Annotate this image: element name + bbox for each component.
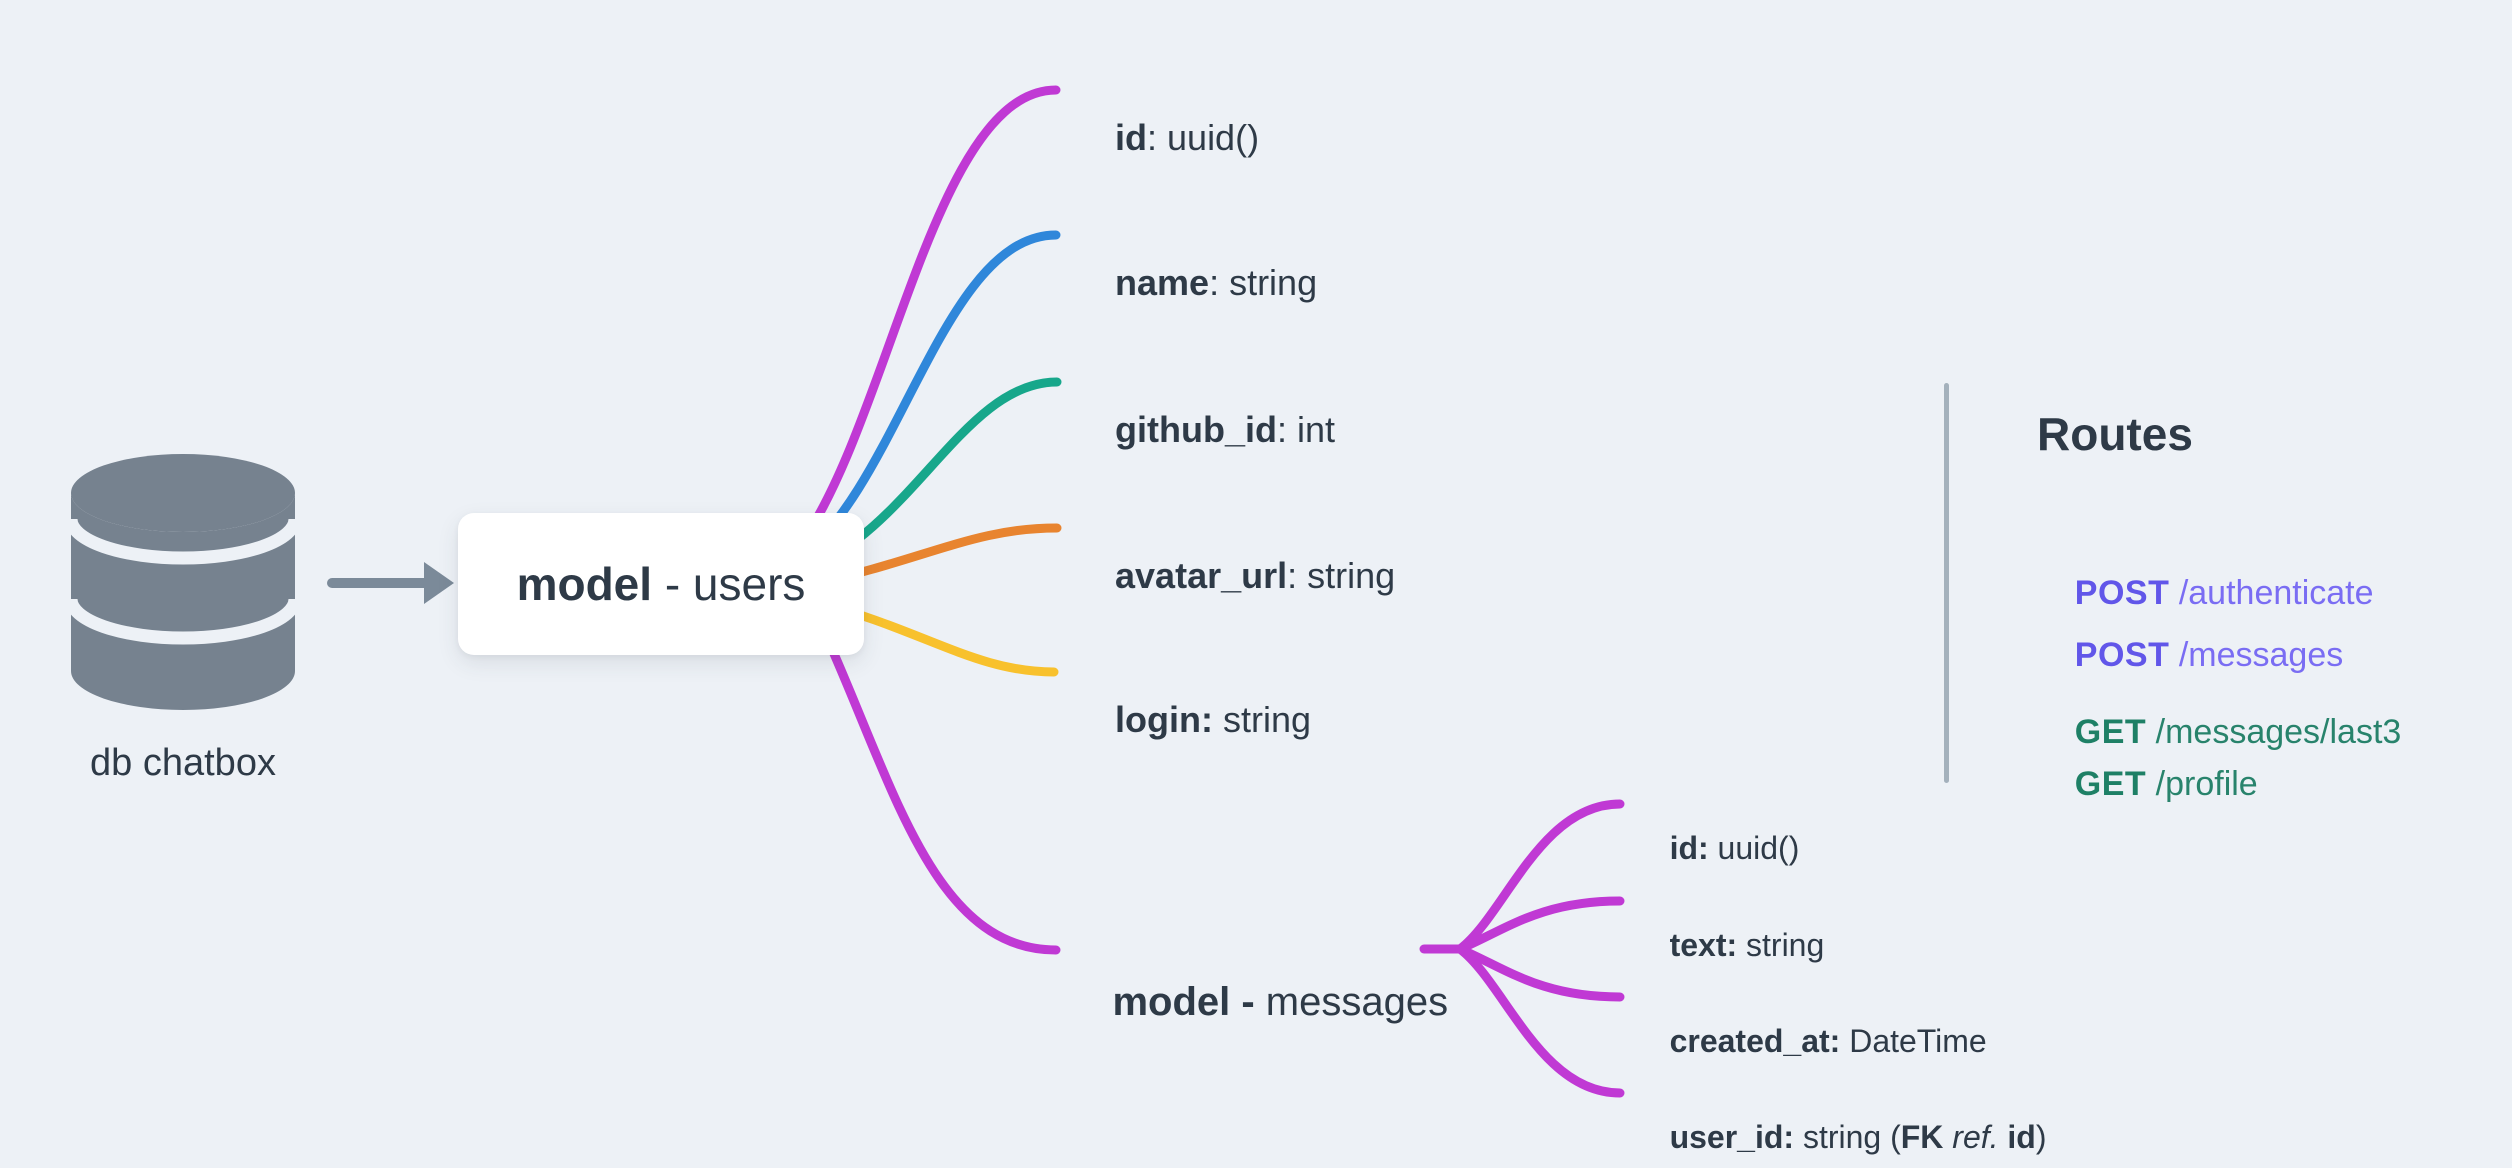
route-get-profile: GET /profile (2037, 715, 2258, 803)
field-name-name: name (1115, 262, 1210, 303)
branch-curve-msg-created-at (1455, 944, 1625, 1002)
msg-field-text-type: string (1737, 927, 1825, 963)
msg-field-user-id-type: string ( (1794, 1119, 1901, 1155)
model-messages-node: model - messages (1068, 924, 1448, 1024)
field-login: login: string (1075, 648, 1311, 740)
route-path-authenticate: /authenticate (2178, 574, 2374, 612)
msg-field-id-name: id: (1669, 830, 1709, 866)
route-method-get: GET (2074, 713, 2147, 751)
field-github-id-type: : int (1276, 409, 1336, 450)
arrow-right-icon (327, 562, 454, 604)
field-id-name: id (1115, 117, 1148, 158)
branch-curve-msg-text (1455, 896, 1625, 954)
routes-title: Routes (2037, 408, 2193, 460)
msg-field-id-type: uuid() (1708, 830, 1800, 866)
route-method-get: GET (2074, 765, 2147, 803)
database-icon-top (71, 454, 295, 532)
routes-divider (1944, 383, 1949, 783)
msg-field-text-name: text: (1669, 927, 1738, 963)
route-path-profile: /profile (2155, 765, 2258, 803)
field-name-type: : string (1209, 262, 1318, 303)
field-name: name: string (1075, 211, 1317, 303)
model-users-node: model - users (458, 513, 864, 655)
msg-field-id: id: uuid() (1634, 782, 1800, 866)
msg-field-user-id-close: ) (2035, 1119, 2047, 1155)
database-label: db chatbox (90, 742, 276, 784)
model-users-node-bold: model (516, 558, 653, 610)
model-messages-node-bold: model - (1112, 980, 1255, 1024)
msg-field-user-id: user_id: string (FK ref. id) (1634, 1071, 2047, 1155)
database-icon-gap-1 (64, 518, 302, 565)
route-post-authenticate: POST /authenticate (2037, 524, 2374, 612)
msg-field-created-at: created_at: DateTime (1634, 975, 1987, 1059)
database-icon (64, 454, 302, 710)
msg-field-user-id-fk: FK (1900, 1119, 1944, 1155)
msg-field-created-at-name: created_at: (1669, 1023, 1841, 1059)
route-method-post: POST (2074, 574, 2170, 612)
field-avatar-url-name: avatar_url (1115, 555, 1288, 596)
route-get-messages-last3: GET /messages/last3 (2037, 663, 2402, 751)
msg-field-text: text: string (1634, 879, 1825, 963)
route-path (2146, 765, 2155, 803)
field-id-type: : uuid() (1147, 117, 1260, 158)
field-github-id-name: github_id (1115, 409, 1277, 450)
branch-curve-id (795, 85, 1061, 550)
route-post-messages: POST /messages (2037, 586, 2343, 674)
msg-field-user-id-name: user_id: (1669, 1119, 1795, 1155)
route-method-post: POST (2074, 636, 2170, 674)
field-id: id: uuid() (1075, 66, 1259, 158)
field-login-type: string (1212, 699, 1312, 740)
arrow-head (424, 562, 454, 604)
branch-curve-messages (823, 635, 1061, 955)
msg-field-created-at-type: DateTime (1840, 1023, 1987, 1059)
field-github-id: github_id: int (1075, 358, 1335, 450)
field-login-name: login: (1115, 699, 1213, 740)
field-avatar-url-type: : string (1287, 555, 1396, 596)
msg-field-user-id-idref: id (2007, 1119, 2036, 1155)
route-path-messages: /messages (2178, 636, 2344, 674)
route-path-messages-last3: /messages/last3 (2155, 713, 2402, 751)
model-messages-node-rest: messages (1254, 980, 1449, 1024)
database-icon-gap-2 (64, 598, 302, 645)
field-avatar-url: avatar_url: string (1075, 504, 1395, 596)
msg-field-user-id-ref: ref. (1943, 1119, 2008, 1155)
branch-curve-msg-user-id (1455, 944, 1625, 1098)
branch-curve-msg-id (1455, 799, 1625, 954)
model-users-node-rest: - users (652, 558, 806, 610)
